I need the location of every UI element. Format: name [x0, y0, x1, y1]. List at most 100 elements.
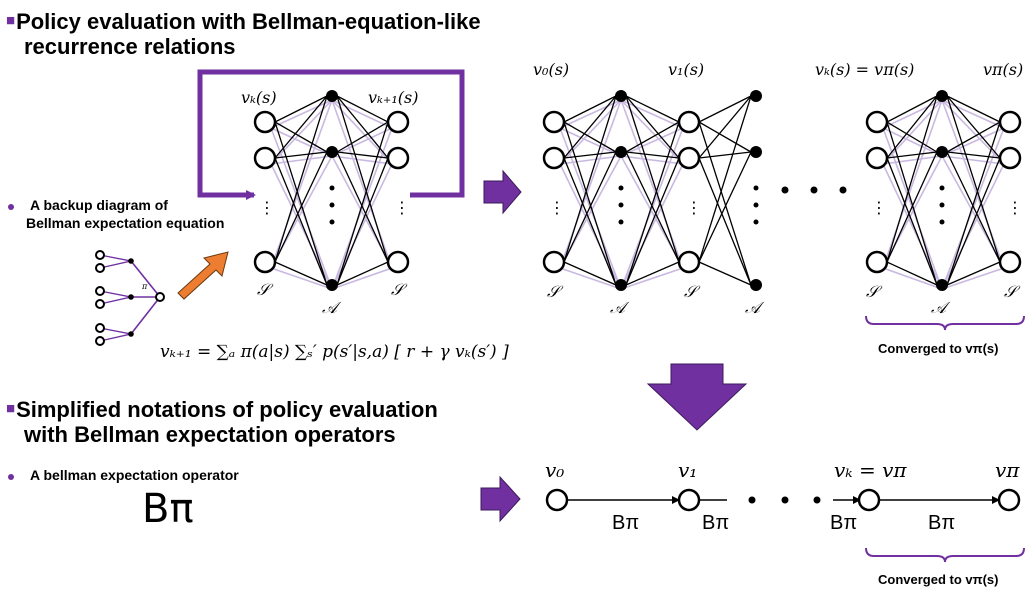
- back-edge: [331, 127, 393, 290]
- converged-label: Converged to vπ(s): [878, 341, 999, 356]
- heading-line-1: Policy evaluation with Bellman-equation-…: [16, 9, 481, 34]
- edge: [274, 151, 328, 159]
- mini-action-node: [128, 258, 134, 264]
- mini-root-node: [155, 292, 165, 302]
- edge: [336, 151, 389, 263]
- ellipsis-dot: [939, 185, 945, 191]
- section-heading-policy-evaluation: ■Policy evaluation with Bellman-equation…: [6, 8, 481, 59]
- edge: [886, 157, 938, 286]
- back-edge: [559, 127, 622, 290]
- recurrence-loop-arrow: [197, 69, 465, 200]
- edge: [886, 121, 938, 286]
- mini-state-node: [95, 250, 105, 260]
- back-edge: [270, 127, 333, 290]
- edge: [336, 157, 389, 286]
- state-node: [677, 110, 701, 134]
- edge: [886, 151, 938, 159]
- back-edge: [941, 127, 1005, 290]
- label-action-set: 𝒜: [322, 298, 338, 317]
- vertical-ellipsis: ⋮: [871, 198, 887, 217]
- back-edge: [941, 155, 1005, 165]
- edge: [698, 261, 752, 286]
- mini-action-node: [128, 294, 134, 300]
- caption-line-1: A backup diagram of: [30, 197, 168, 213]
- back-edge: [620, 99, 684, 269]
- chain-operator-label: Bπ: [928, 512, 956, 534]
- back-edge: [270, 127, 333, 157]
- state-node: [998, 110, 1022, 134]
- heading-line-1: Simplified notations of policy evaluatio…: [16, 397, 438, 422]
- chain-operator-label: Bπ: [612, 512, 640, 534]
- edge: [946, 95, 1001, 123]
- ellipsis-dot: [329, 219, 335, 225]
- state-node: [542, 250, 566, 274]
- converged-brace-bottom: [865, 547, 1025, 563]
- action-node: [936, 146, 948, 158]
- ellipsis-dot: [939, 219, 945, 225]
- edge: [274, 151, 328, 263]
- back-edge: [270, 99, 333, 269]
- back-edge: [559, 99, 622, 129]
- ellipsis-dot: [753, 219, 759, 225]
- chain-operator-label: Bπ: [702, 512, 730, 534]
- label-vk-s: vₖ(s): [241, 88, 277, 107]
- ellipsis-dot: [813, 496, 821, 504]
- action-node: [326, 146, 338, 158]
- state-node: [386, 146, 410, 170]
- edge: [886, 151, 938, 263]
- action-node: [615, 146, 627, 158]
- action-node: [936, 279, 948, 291]
- edge: [698, 151, 752, 263]
- edge: [946, 151, 1001, 159]
- label-action-set: 𝒜: [745, 298, 761, 317]
- operator-caption: A bellman expectation operator: [30, 467, 239, 483]
- mini-state-node: [95, 286, 105, 296]
- ellipsis-dot: [753, 202, 759, 208]
- edge: [625, 261, 680, 286]
- label-vpi-s: vπ(s): [983, 60, 1024, 79]
- backup-network-main: [253, 90, 410, 291]
- bullet-dot: [8, 204, 14, 210]
- back-edge: [559, 99, 622, 269]
- chain-label-v0: v₀: [545, 458, 565, 482]
- edge: [563, 121, 617, 286]
- state-node: [386, 110, 410, 134]
- edge: [336, 95, 389, 263]
- purple-right-arrow: [483, 169, 522, 215]
- back-edge: [559, 155, 622, 165]
- mini-edge: [99, 254, 132, 262]
- mini-state-node: [95, 299, 105, 309]
- edge: [336, 151, 389, 159]
- label-state-set: 𝒮: [866, 282, 879, 301]
- section-heading-simplified-notation: ■Simplified notations of policy evaluati…: [6, 396, 438, 447]
- edge: [274, 157, 328, 286]
- mini-edge: [99, 290, 132, 298]
- action-node: [750, 90, 762, 102]
- chain-node-v0: [545, 488, 569, 512]
- purple-down-arrow: [646, 363, 748, 431]
- edge: [336, 121, 389, 286]
- heading-line-2: recurrence relations: [24, 34, 236, 59]
- label-action-set: 𝒜: [610, 298, 626, 317]
- operator-chain: [545, 488, 1021, 512]
- edge: [274, 261, 328, 286]
- state-node: [677, 146, 701, 170]
- state-node: [865, 110, 889, 134]
- edge: [336, 95, 389, 123]
- heading-bullet-square: ■: [6, 12, 16, 29]
- edge: [625, 121, 680, 153]
- vertical-ellipsis: ⋮: [394, 198, 410, 217]
- state-node: [542, 110, 566, 134]
- edge: [625, 121, 680, 286]
- edge: [698, 157, 752, 286]
- chain-label-vpi: vπ: [995, 458, 1020, 482]
- mini-state-node: [95, 263, 105, 273]
- back-edge: [270, 99, 333, 129]
- edge: [946, 121, 1001, 153]
- converged-brace-top: [865, 315, 1025, 331]
- mini-edge: [99, 260, 132, 269]
- back-edge: [882, 99, 943, 269]
- mini-edge: [99, 296, 132, 305]
- chain-label-v1: v₁: [678, 458, 698, 482]
